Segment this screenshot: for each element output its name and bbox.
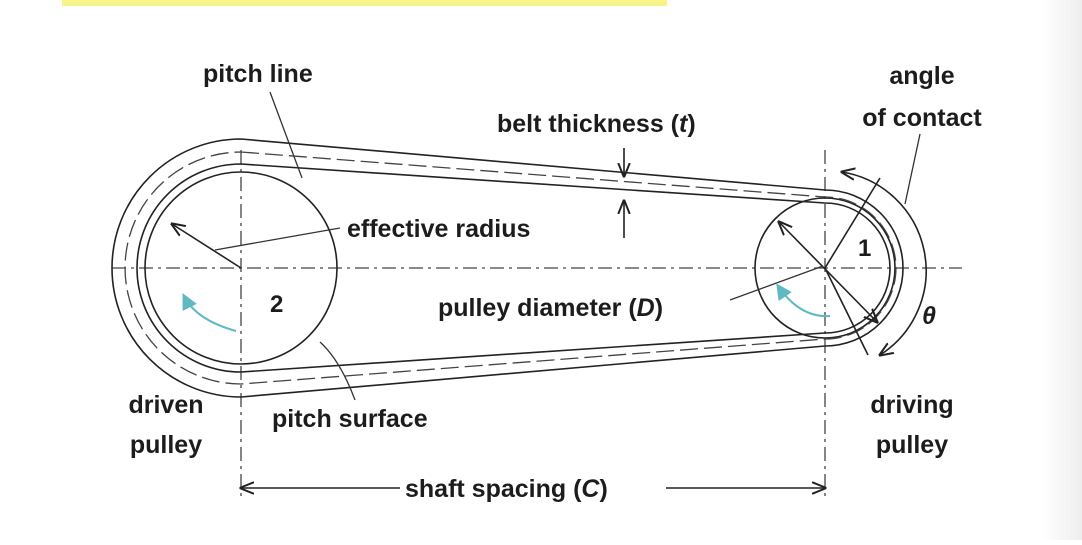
effective-radius-arrow [172, 224, 242, 269]
angle-contact-leader [904, 133, 921, 205]
label-driving-2: pulley [876, 431, 948, 459]
driving-rotation-arrow [776, 283, 831, 318]
effective-radius-leader [214, 227, 341, 251]
pulley-number-2: 2 [270, 291, 283, 318]
pulley-diameter-leader [729, 265, 824, 301]
pulley-number-1: 1 [858, 235, 871, 262]
label-shaft-spacing: shaft spacing (C) [405, 475, 608, 503]
highlight-bar [62, 0, 667, 6]
angle-of-contact-arc [842, 172, 927, 355]
edge-shadow [1042, 0, 1082, 540]
label-driving-1: driving [870, 391, 953, 419]
contact-line-bottom [824, 267, 869, 356]
theta-symbol: θ [922, 302, 936, 330]
driven-pulley-circle [144, 171, 338, 365]
label-driven-2: pulley [130, 431, 202, 459]
driven-rotation-arrow [182, 293, 237, 332]
label-belt-thickness: belt thickness (t) [497, 110, 696, 138]
label-pitch-line: pitch line [203, 60, 313, 88]
label-effective-radius: effective radius [347, 215, 530, 243]
driving-pulley-circle [754, 197, 896, 339]
label-angle-of-contact-1: angle [889, 62, 954, 90]
label-driven-1: driven [128, 391, 203, 419]
belt-outer-edge [111, 138, 904, 398]
label-pitch-surface: pitch surface [272, 405, 428, 433]
pitch-line-leader [269, 91, 303, 179]
label-angle-of-contact-2: of contact [862, 104, 982, 132]
label-pulley-diameter: pulley diameter (D) [438, 294, 663, 322]
pitch-surface-leader [319, 341, 356, 401]
